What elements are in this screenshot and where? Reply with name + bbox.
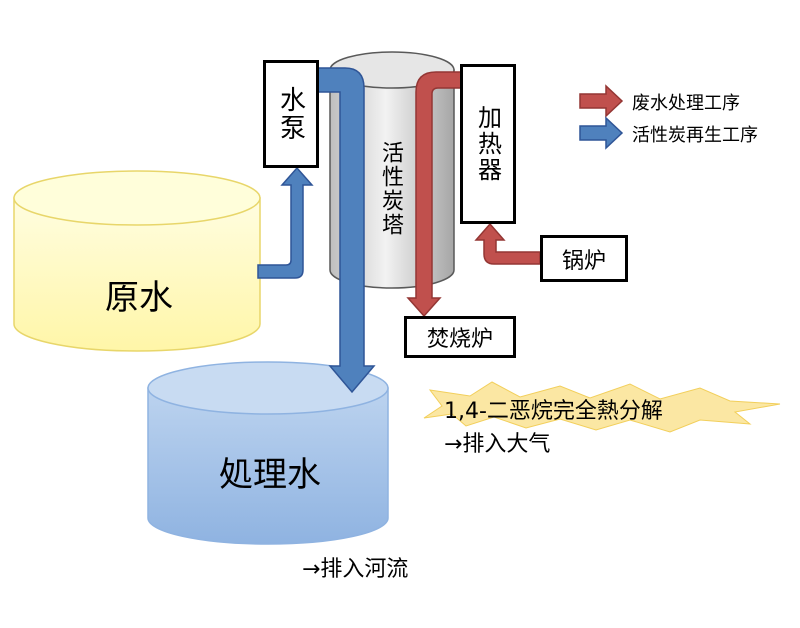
decompose-note: 1,4-二恶烷完全熱分解	[444, 399, 663, 424]
treated-water-label: 処理水	[219, 455, 321, 495]
treated-water-tank	[147, 361, 389, 545]
boiler-box: 锅炉	[540, 235, 628, 282]
pump-box: 水泵	[263, 60, 319, 168]
heater-box: 加热器	[460, 64, 516, 224]
incinerator-box: 焚烧炉	[404, 316, 516, 358]
raw-water-label: 原水	[105, 278, 173, 318]
red-arrow-heater-to-incinerator	[406, 71, 463, 318]
legend-regeneration-label: 活性炭再生工序	[632, 125, 758, 146]
raw-water-tank	[13, 170, 261, 352]
to-air-note: →排入大气	[444, 432, 551, 457]
legend-wastewater-label: 废水处理工序	[632, 93, 740, 114]
tower-label: 活性炭塔	[378, 141, 403, 237]
blue-arrow-pump-to-treated	[317, 67, 376, 394]
flash-burst-shape	[423, 381, 781, 433]
legend-red-arrow-icon	[579, 84, 624, 118]
to-river-note: →排入河流	[302, 557, 409, 582]
blue-arrow-raw-to-pump	[257, 166, 314, 279]
red-arrow-boiler-to-heater	[474, 222, 541, 265]
legend-blue-arrow-icon	[579, 116, 624, 150]
